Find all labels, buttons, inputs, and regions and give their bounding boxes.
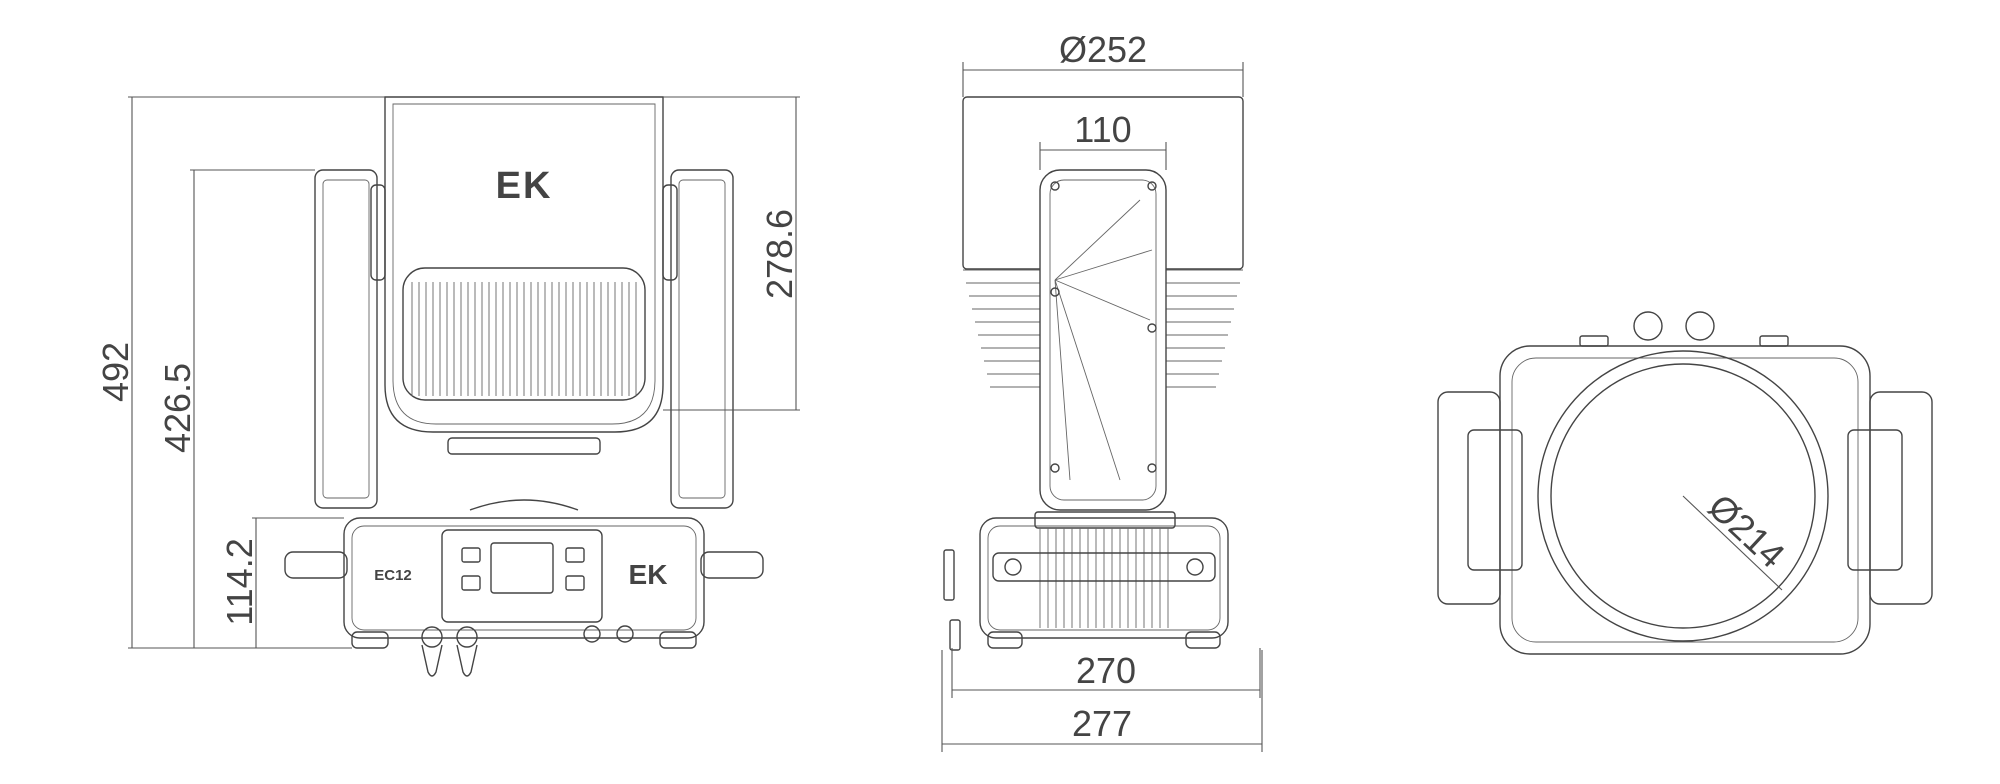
lens-outer	[1537, 350, 1829, 642]
control-panel	[441, 529, 603, 623]
bottom-base-outline	[1499, 345, 1871, 655]
right-heatsink	[1166, 269, 1243, 388]
dim-overall-width: 277	[1072, 703, 1132, 744]
dim-base-height: 114.2	[219, 538, 260, 625]
bottom-left-handle	[1437, 391, 1501, 605]
dim-arm-height: 426.5	[157, 363, 198, 453]
left-arm	[314, 169, 378, 509]
up-button	[565, 547, 585, 563]
enter-button	[461, 575, 481, 591]
left-handle	[284, 551, 348, 579]
base-brand-logo: EK	[629, 559, 668, 590]
base-housing	[343, 517, 705, 639]
side-dimension-lines	[941, 62, 1263, 752]
head-brand-logo: EK	[496, 165, 553, 207]
menu-button	[461, 547, 481, 563]
right-arm	[670, 169, 734, 509]
front-view: EK EC12 EK	[95, 96, 800, 677]
dim-total-height: 492	[95, 342, 136, 402]
bottom-right-handle	[1869, 391, 1933, 605]
bottom-view: Ø214	[1437, 311, 1933, 655]
lens-inner	[1550, 363, 1816, 629]
right-handle	[700, 551, 764, 579]
dim-base-width: 270	[1076, 650, 1136, 691]
dim-yoke-width: 110	[1074, 109, 1131, 150]
side-yoke	[1039, 169, 1167, 511]
base-heatsink	[1039, 528, 1169, 628]
lcd-display	[490, 542, 554, 594]
base-model-label: EC12	[374, 567, 412, 584]
side-base	[979, 517, 1229, 639]
heatsink-fins	[411, 282, 637, 396]
dim-head-height: 278.6	[759, 209, 800, 299]
side-view: Ø252 110 270 277	[941, 29, 1263, 752]
dim-head-diameter: Ø252	[1059, 29, 1147, 70]
dimension-lines	[128, 96, 800, 649]
moving-head	[384, 96, 664, 433]
dim-lens-diameter: Ø214	[1701, 486, 1793, 576]
left-heatsink	[963, 269, 1040, 388]
side-handle	[992, 552, 1216, 582]
down-button	[565, 575, 585, 591]
